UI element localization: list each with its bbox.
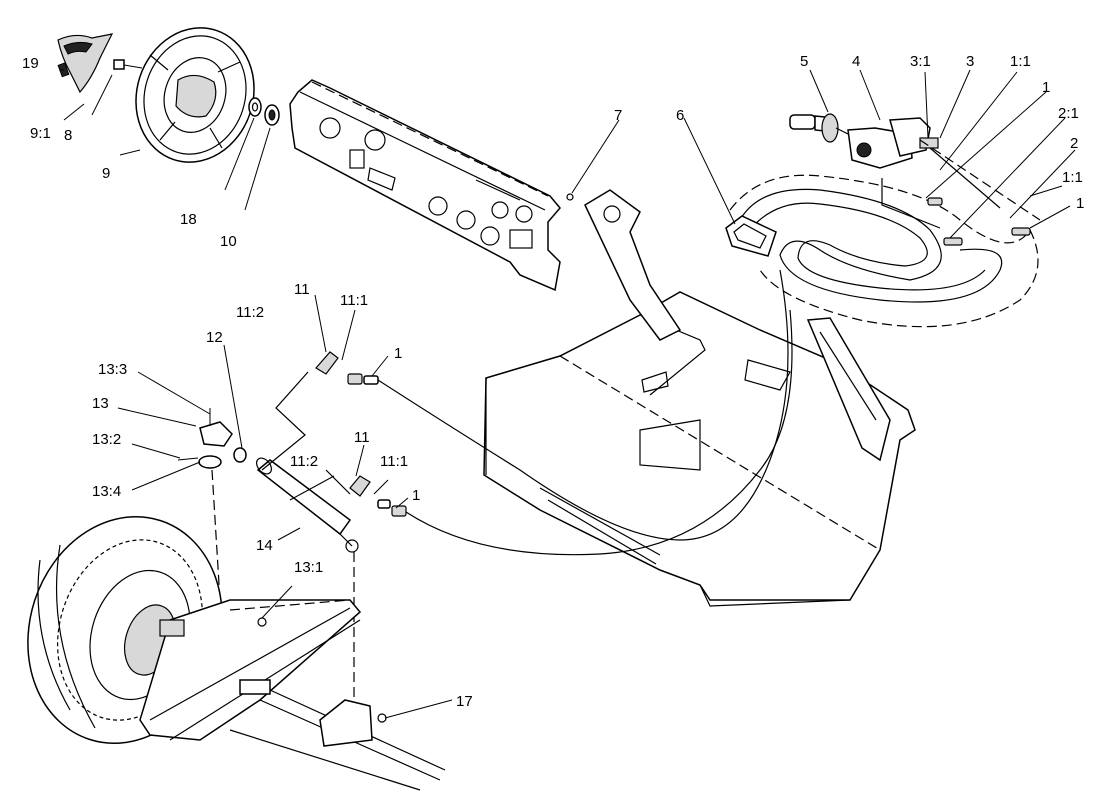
callout-12: 12: [206, 329, 223, 346]
callout-10: 10: [220, 233, 237, 250]
callout-2: 2: [1070, 135, 1078, 152]
callout-5: 5: [800, 53, 808, 70]
callout-7: 7: [614, 107, 622, 124]
callout-11-2-lower: 11:2: [290, 453, 318, 470]
callout-13: 13: [92, 395, 109, 412]
hydraulic-cylinder: [177, 269, 793, 700]
callout-11-2-upper: 11:2: [236, 304, 264, 321]
callout-11-upper: 11: [294, 281, 310, 298]
callout-14: 14: [256, 537, 273, 554]
throttle-assembly: [729, 113, 1041, 328]
nut-part: [113, 59, 125, 70]
callout-18: 18: [180, 211, 197, 228]
callout-11-lower: 11: [354, 429, 370, 446]
hub-cap-part-dark: [63, 41, 93, 55]
callout-2-1: 2:1: [1058, 105, 1079, 122]
leader-lines: [60, 69, 1076, 719]
cable-clamp-part: [725, 215, 777, 257]
callout-labels: 19 9:1 8 9 18 10 7 6 5 4 3:1 3 1:1 1 2:1…: [22, 53, 1084, 710]
callout-3-1: 3:1: [910, 53, 931, 70]
bolt-part: [566, 193, 574, 201]
callout-11-1-lower: 11:1: [380, 453, 408, 470]
front-wheel-axle: [27, 516, 446, 791]
callout-8: 8: [64, 127, 72, 144]
steering-wheel-assembly: [57, 27, 280, 163]
callout-1-top: 1: [1042, 79, 1050, 96]
callout-13-1: 13:1: [294, 559, 323, 576]
callout-1-1-right: 1:1: [1062, 169, 1083, 186]
callout-9: 9: [102, 165, 110, 182]
callout-13-4: 13:4: [92, 483, 121, 500]
callout-19: 19: [22, 55, 39, 72]
callout-13-2: 13:2: [92, 431, 121, 448]
dash-panel: [289, 79, 561, 292]
callout-6: 6: [676, 107, 684, 124]
callout-9-1: 9:1: [30, 125, 51, 142]
deck-frame: [483, 189, 916, 607]
callout-11-1-upper: 11:1: [340, 292, 368, 309]
callout-17: 17: [456, 693, 473, 710]
callout-1-right: 1: [1076, 195, 1084, 212]
callout-1-lower: 1: [412, 487, 420, 504]
washer-part: [248, 97, 262, 117]
callout-3: 3: [966, 53, 974, 70]
callout-4: 4: [852, 53, 860, 70]
callout-13-3: 13:3: [98, 361, 127, 378]
callout-1-1-top: 1:1: [1010, 53, 1031, 70]
callout-1-upper: 1: [394, 345, 402, 362]
